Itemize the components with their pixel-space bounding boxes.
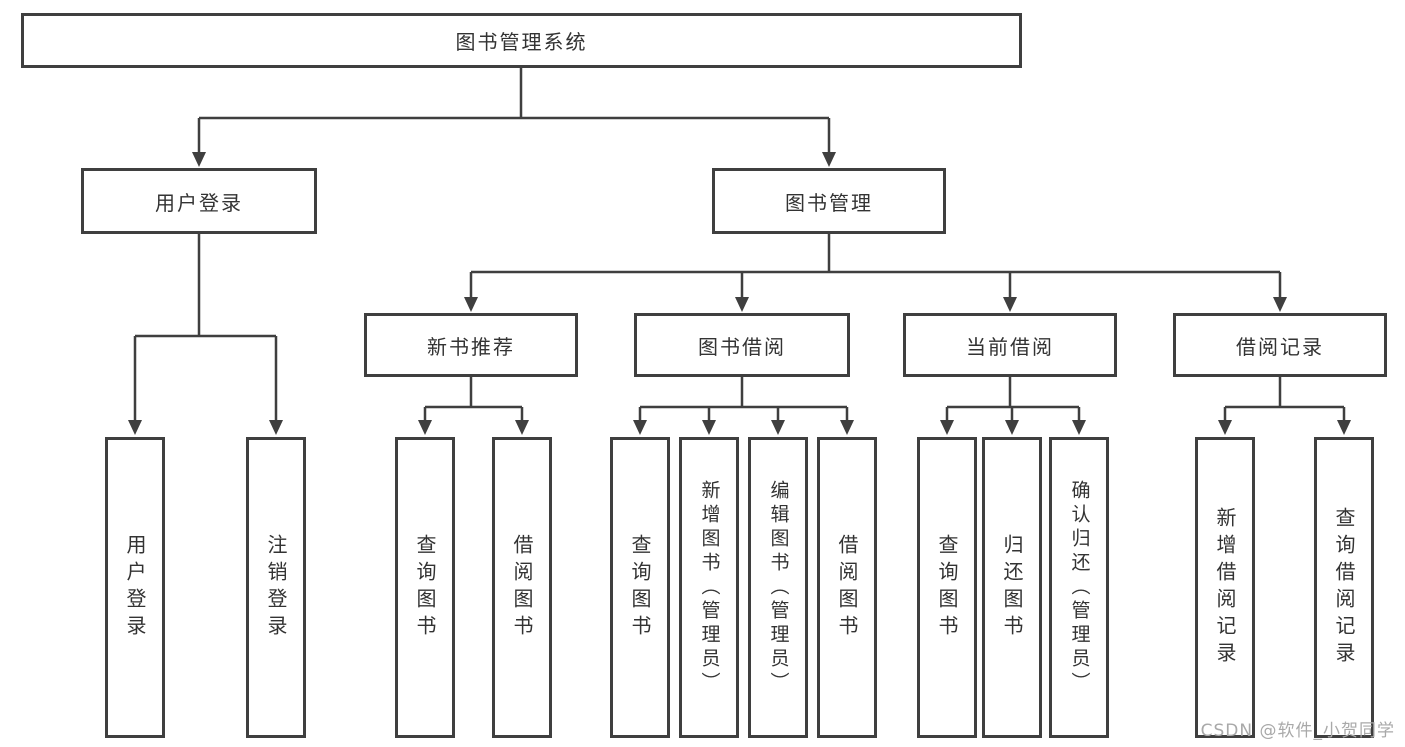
node-new-book-recommend: 新书推荐	[364, 313, 578, 377]
node-book-borrow-label: 图书借阅	[698, 334, 786, 359]
leaf-return-books-label: 归还图书	[1000, 533, 1024, 642]
node-current-borrow: 当前借阅	[903, 313, 1117, 377]
leaf-user-login: 用户登录	[105, 437, 165, 738]
leaf-confirm-return-admin-label: 确认归还（管理员）	[1068, 479, 1091, 696]
leaf-current-query-books: 查询图书	[917, 437, 977, 738]
leaf-edit-books-admin: 编辑图书（管理员）	[748, 437, 808, 738]
leaf-logout-label: 注销登录	[264, 533, 288, 642]
node-book-management-label: 图书管理	[785, 190, 873, 215]
csdn-watermark: CSDN @软件_小贺同学	[1200, 721, 1395, 741]
leaf-logout: 注销登录	[246, 437, 306, 738]
leaf-current-query-books-label: 查询图书	[935, 533, 959, 642]
node-user-login-label: 用户登录	[155, 190, 243, 215]
leaf-return-books: 归还图书	[982, 437, 1042, 738]
leaf-recommend-query-books: 查询图书	[395, 437, 455, 738]
leaf-add-borrow-record-label: 新增借阅记录	[1213, 506, 1237, 669]
leaf-add-books-admin: 新增图书（管理员）	[679, 437, 739, 738]
leaf-recommend-borrow-books: 借阅图书	[492, 437, 552, 738]
leaf-borrow-query-books: 查询图书	[610, 437, 670, 738]
node-root-label: 图书管理系统	[455, 30, 588, 54]
node-borrow-records: 借阅记录	[1173, 313, 1387, 377]
leaf-recommend-query-books-label: 查询图书	[413, 533, 437, 642]
leaf-query-borrow-record-label: 查询借阅记录	[1332, 506, 1356, 669]
node-book-borrow: 图书借阅	[634, 313, 850, 377]
leaf-borrow-books: 借阅图书	[817, 437, 877, 738]
leaf-query-borrow-record: 查询借阅记录	[1314, 437, 1374, 738]
leaf-confirm-return-admin: 确认归还（管理员）	[1049, 437, 1109, 738]
node-user-login: 用户登录	[81, 168, 317, 234]
leaf-borrow-books-label: 借阅图书	[835, 533, 859, 642]
leaf-add-borrow-record: 新增借阅记录	[1195, 437, 1255, 738]
node-current-borrow-label: 当前借阅	[966, 334, 1054, 359]
node-book-management: 图书管理	[712, 168, 946, 234]
node-root: 图书管理系统	[21, 13, 1022, 68]
leaf-recommend-borrow-books-label: 借阅图书	[510, 533, 534, 642]
leaf-borrow-query-books-label: 查询图书	[628, 533, 652, 642]
node-borrow-records-label: 借阅记录	[1236, 334, 1324, 359]
leaf-add-books-admin-label: 新增图书（管理员）	[698, 479, 721, 696]
leaf-user-login-label: 用户登录	[123, 533, 147, 642]
node-new-book-recommend-label: 新书推荐	[427, 334, 515, 359]
leaf-edit-books-admin-label: 编辑图书（管理员）	[767, 479, 790, 696]
